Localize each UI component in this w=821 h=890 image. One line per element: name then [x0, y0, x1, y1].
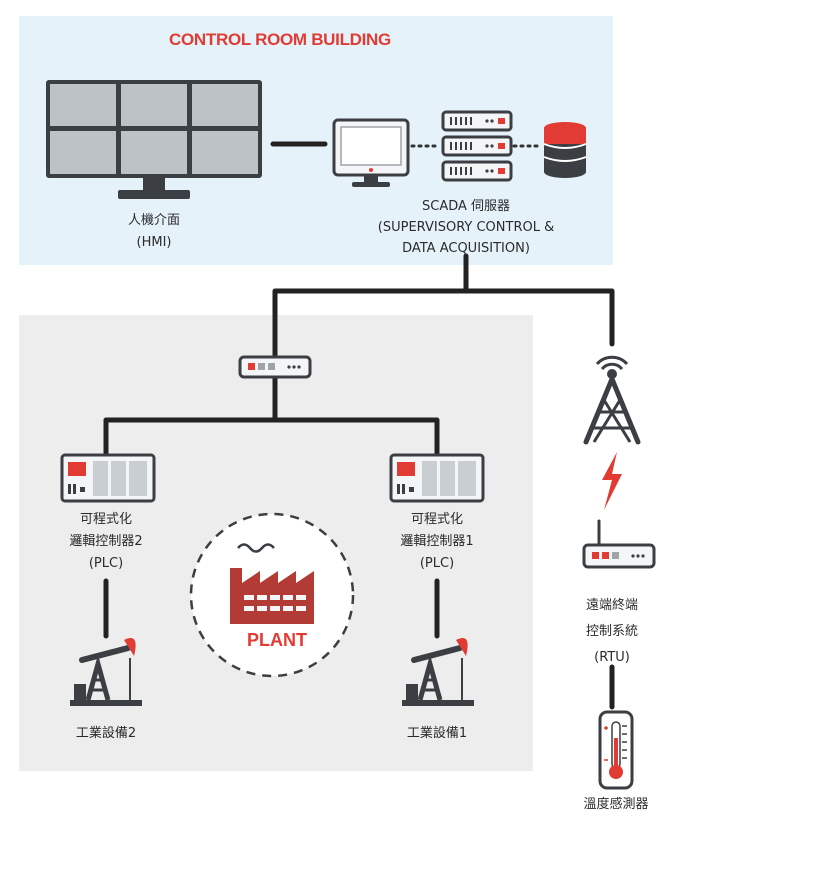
- rtu-label: 遠端終端 控制系統 (RTU): [562, 593, 662, 671]
- thermometer-icon: [598, 710, 634, 790]
- workstation-monitor-icon: [332, 118, 410, 187]
- pump-jack-1-icon: [402, 638, 474, 706]
- connection-lines: [103, 141, 615, 710]
- plc2-label: 可程式化 邏輯控制器2 (PLC): [46, 509, 166, 575]
- rtu-icon: [582, 519, 656, 569]
- pump-jack-2-icon: [70, 638, 142, 706]
- scada-label-name: SCADA 伺服器: [421, 199, 511, 214]
- scada-label: SCADA 伺服器 (SUPERVISORY CONTROL & DATA AC…: [356, 196, 576, 259]
- factory-icon: [189, 512, 355, 678]
- plc2-label-abbr: (PLC): [88, 556, 124, 571]
- equipment1-label: 工業設備1: [406, 726, 468, 741]
- plc1-label-line1: 可程式化: [410, 512, 463, 527]
- control-room-title: CONTROL ROOM BUILDING: [169, 30, 391, 49]
- plc2-icon: [60, 453, 156, 503]
- plc2-label-line2: 邏輯控制器2: [69, 534, 143, 549]
- equipment2-label: 工業設備2: [75, 726, 137, 741]
- hmi-label: 人機介面 (HMI): [104, 210, 204, 254]
- rtu-label-line1: 遠端終端: [585, 598, 638, 613]
- wireless-signal-icon: [602, 452, 622, 510]
- plc-bus-line: [103, 417, 440, 456]
- scada-label-desc-2: DATA ACQUISITION): [402, 241, 530, 256]
- scada-to-network-line: [272, 253, 469, 360]
- database-icon: [543, 122, 587, 178]
- plc1-label: 可程式化 邏輯控制器1 (PLC): [377, 509, 497, 575]
- scada-label-desc-1: (SUPERVISORY CONTROL &: [377, 220, 555, 235]
- plant-label: PLANT: [247, 630, 307, 650]
- rtu-label-abbr: (RTU): [594, 650, 630, 665]
- video-wall-icon: [46, 80, 262, 199]
- plc1-label-line2: 邏輯控制器1: [400, 534, 474, 549]
- sensor-label: 溫度感測器: [583, 797, 649, 812]
- network-switch-icon: [238, 355, 312, 379]
- plc1-icon: [389, 453, 485, 503]
- network-to-tower-line: [463, 288, 615, 347]
- radio-tower-icon: [583, 355, 641, 445]
- scada-server-icon: [441, 110, 513, 182]
- hmi-label-name: 人機介面: [127, 213, 180, 228]
- hmi-label-abbr: (HMI): [136, 235, 172, 250]
- plc2-label-line1: 可程式化: [79, 512, 132, 527]
- plc1-label-abbr: (PLC): [419, 556, 455, 571]
- rtu-label-line2: 控制系統: [585, 624, 638, 639]
